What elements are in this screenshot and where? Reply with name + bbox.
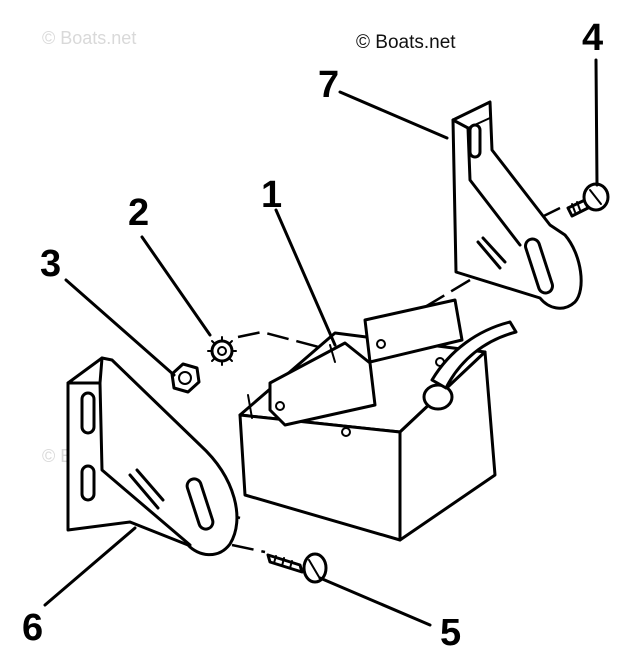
watermark-top-left: © Boats.net [42, 28, 136, 48]
callout-4: 4 [582, 17, 603, 59]
leader-2 [140, 235, 212, 337]
part-7-right-bracket [451, 100, 583, 310]
part-5-screw [266, 552, 328, 584]
callout-3: 3 [40, 243, 61, 285]
part-4-screw [566, 182, 610, 218]
part-3-nut [170, 362, 201, 394]
callout-5: 5 [440, 612, 461, 654]
leader-4 [594, 58, 599, 187]
leader-5 [318, 576, 432, 627]
leader-1 [274, 208, 337, 347]
callout-7: 7 [318, 64, 339, 106]
watermark-top-center: © Boats.net [356, 32, 456, 53]
part-2-lock-washer [207, 336, 237, 366]
callout-1: 1 [261, 174, 282, 216]
callout-2: 2 [128, 192, 149, 234]
leader-6 [43, 526, 137, 607]
leader-7 [338, 90, 449, 140]
part-1-transducer [238, 298, 518, 542]
leader-lines [43, 58, 599, 627]
part-6-left-bracket [66, 356, 239, 557]
callout-6: 6 [22, 607, 43, 649]
leader-3 [64, 278, 176, 377]
